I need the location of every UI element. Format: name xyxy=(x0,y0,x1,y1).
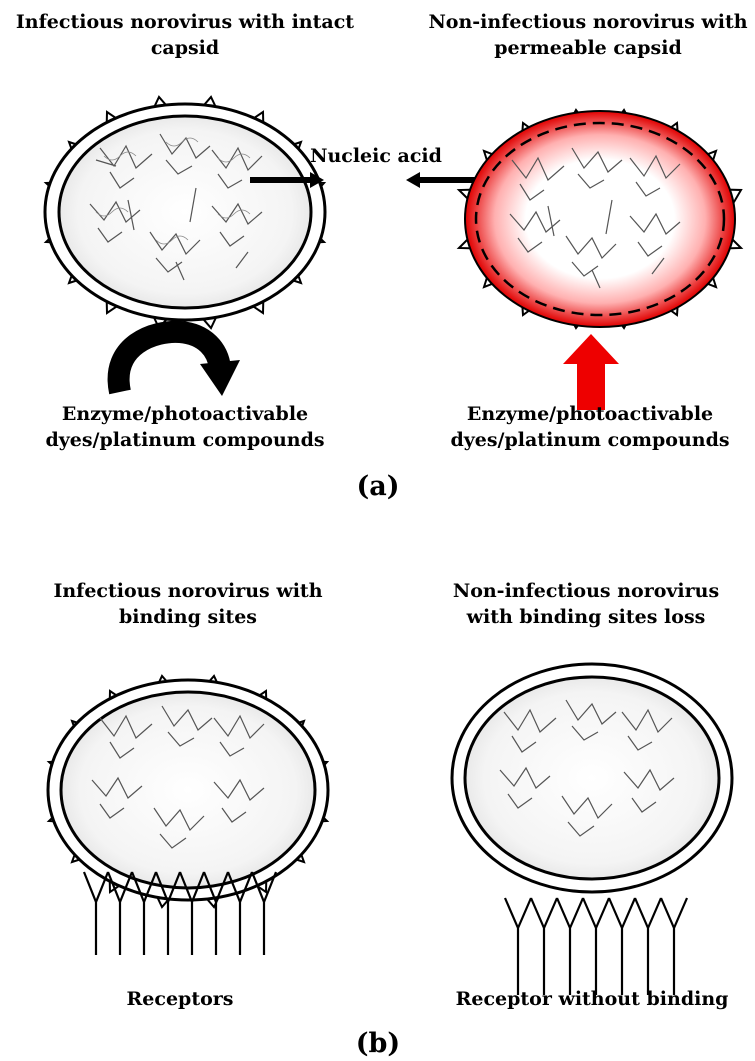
nucleic-acid-label: Nucleic acid xyxy=(310,145,442,167)
panel-a-right-title-line1: Non-infectious norovirus with xyxy=(428,11,747,33)
infectious-virus-intact-capsid xyxy=(45,97,325,328)
non-infectious-virus-no-binding xyxy=(452,664,732,892)
non-infectious-virus-permeable-capsid xyxy=(459,110,741,328)
panel-b-right-title-line1: Non-infectious norovirus xyxy=(453,580,719,602)
permeable-capsid-red xyxy=(465,111,735,327)
panel-a-right-agent-line1: Enzyme/photoactivable xyxy=(467,403,713,425)
panel-a-left-agent-line2: dyes/platinum compounds xyxy=(45,429,324,451)
panel-b-label: (b) xyxy=(356,1028,400,1059)
panel-a-left-agent-line1: Enzyme/photoactivable xyxy=(62,403,308,425)
inner-ring-b xyxy=(61,692,315,888)
panel-a-right-title-line2: permeable capsid xyxy=(494,37,681,59)
panel-b-left-title-line2: binding sites xyxy=(119,606,257,628)
panel-b-left-title-line1: Infectious norovirus with xyxy=(53,580,322,602)
panel-a-left-title-line2: capsid xyxy=(151,37,219,59)
panel-a: Infectious norovirus with intact capsid … xyxy=(16,11,748,502)
red-up-arrow xyxy=(563,334,619,410)
panel-a-right-agent-line2: dyes/platinum compounds xyxy=(450,429,729,451)
panel-b-right-title-line2: with binding sites loss xyxy=(466,606,706,628)
curved-black-arrow xyxy=(119,332,240,396)
panel-a-left-title-line1: Infectious norovirus with intact xyxy=(16,11,354,33)
receptor-without-binding-label: Receptor without binding xyxy=(456,988,729,1010)
infectious-virus-binding-sites xyxy=(48,676,328,907)
panel-a-label: (a) xyxy=(356,471,399,502)
receptors-label: Receptors xyxy=(127,988,234,1010)
panel-b: Infectious norovirus with binding sites … xyxy=(48,580,732,1059)
inner-ring-b-right xyxy=(465,677,719,879)
receptors-unbound xyxy=(505,898,687,995)
